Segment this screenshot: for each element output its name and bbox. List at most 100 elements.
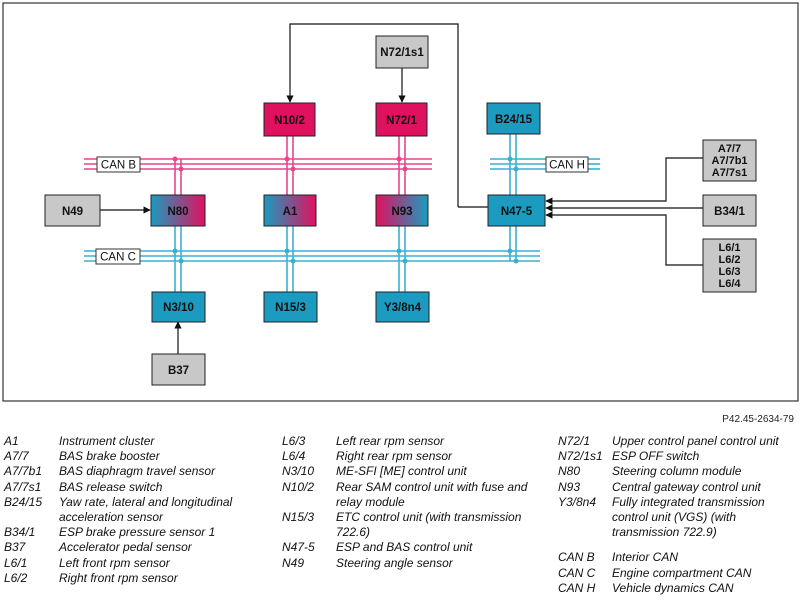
legend-code: N3/10 — [282, 464, 315, 479]
module-b37: B37 — [151, 353, 206, 386]
svg-text:N93: N93 — [391, 206, 412, 218]
legend-description: Central gateway control unit — [612, 479, 761, 494]
module-a1: A1 — [263, 194, 317, 227]
legend-description: ME-SFI [ME] control unit — [336, 464, 467, 479]
legend-code: B37 — [4, 540, 26, 555]
can-c-label-box: CAN C — [95, 248, 141, 265]
legend-description: Rear SAM control unit with fuse and rela… — [336, 479, 528, 509]
can-h-label-box: CAN H — [545, 156, 589, 173]
can-h-label: CAN H — [549, 160, 585, 172]
legend-code: L6/4 — [282, 449, 306, 464]
legend-entry: N10/2 Rear SAM control unit with fuse and… — [282, 480, 554, 510]
legend-description: Upper control panel control unit — [612, 434, 779, 448]
diagram-frame — [2, 2, 799, 402]
svg-text:N47-5: N47-5 — [501, 206, 533, 218]
legend-entry: B34/1 ESP brake pressure sensor 1 — [4, 525, 280, 540]
signal-wires — [100, 23, 703, 354]
module-b34-1: B34/1 — [702, 194, 757, 227]
legend-entry: N93 Central gateway control unit — [558, 480, 798, 495]
legend-code: L6/3 — [282, 434, 306, 448]
svg-text:B34/1: B34/1 — [714, 206, 745, 218]
legend-description: Steering angle sensor — [336, 555, 453, 570]
module-n93: N93 — [375, 194, 429, 227]
legend-entry: N47-5 ESP and BAS control unit — [282, 540, 554, 555]
legend-code: N80 — [558, 464, 581, 479]
svg-text:L6/3: L6/3 — [718, 266, 740, 278]
legend-description: ETC control unit (with transmission 722.… — [336, 510, 522, 540]
legend-description: Accelerator pedal sensor — [59, 540, 192, 555]
svg-text:A7/7s1: A7/7s1 — [712, 167, 747, 179]
legend-description: Right front rpm sensor — [59, 570, 178, 585]
svg-text:A7/7b1: A7/7b1 — [711, 155, 747, 167]
svg-text:Y3/8n4: Y3/8n4 — [384, 302, 422, 314]
svg-text:N72/1s1: N72/1s1 — [380, 47, 424, 59]
legend-code: B34/1 — [4, 525, 36, 540]
svg-text:L6/2: L6/2 — [718, 254, 740, 266]
svg-text:L6/1: L6/1 — [718, 242, 740, 254]
legend-entry: B37 Accelerator pedal sensor — [4, 540, 280, 555]
legend-description: Fully integrated transmission control un… — [612, 494, 765, 540]
legend-description: BAS release switch — [59, 479, 163, 494]
network-diagram: CAN B CAN H CAN C N10/2 N72/1 N72/1s1 B2… — [2, 2, 799, 402]
legend-code: N72/1 — [558, 434, 591, 448]
svg-text:B37: B37 — [168, 365, 189, 377]
module-n80: N80 — [150, 194, 206, 227]
legend-code: CAN B — [558, 550, 595, 565]
legend-entry: A7/7b1 BAS diaphragm travel sensor — [4, 464, 280, 479]
module-n49: N49 — [44, 194, 101, 227]
legend-code: N49 — [282, 555, 305, 570]
legend-code: Y3/8n4 — [558, 494, 597, 509]
legend-description: BAS diaphragm travel sensor — [59, 464, 216, 479]
svg-text:N15/3: N15/3 — [275, 302, 306, 314]
module-n47-5: N47-5 — [487, 194, 546, 227]
figure-reference: P42.45-2634-79 — [722, 414, 794, 425]
legend-spacer — [558, 540, 798, 550]
svg-text:N49: N49 — [62, 206, 83, 218]
svg-text:A1: A1 — [283, 206, 298, 218]
legend-description: ESP OFF switch — [612, 449, 700, 464]
legend-description: ESP brake pressure sensor 1 — [59, 525, 216, 540]
module-n15-3: N15/3 — [263, 291, 318, 323]
legend-entry: A7/7s1 BAS release switch — [4, 480, 280, 495]
legend-code: A7/7s1 — [4, 479, 42, 494]
legend-code: CAN C — [558, 565, 596, 580]
svg-text:N10/2: N10/2 — [274, 115, 305, 127]
legend-code: A7/7b1 — [4, 464, 43, 479]
can-b-label-box: CAN B — [96, 156, 141, 173]
can-b-label: CAN B — [101, 160, 136, 172]
can-c-label: CAN C — [100, 252, 136, 264]
module-n10-2: N10/2 — [263, 102, 316, 137]
legend-code: N10/2 — [282, 479, 315, 494]
svg-text:N80: N80 — [167, 206, 188, 218]
legend-description: Instrument cluster — [59, 434, 155, 448]
legend-code: B24/15 — [4, 494, 43, 509]
legend-code: A1 — [4, 434, 19, 448]
legend-description: ESP and BAS control unit — [336, 540, 473, 555]
legend-code: N47-5 — [282, 540, 315, 555]
legend-entry: CAN B Interior CAN — [558, 550, 798, 565]
legend-code: CAN H — [558, 580, 596, 595]
legend-description: Interior CAN — [612, 550, 679, 565]
legend-description: Left rear rpm sensor — [336, 434, 445, 448]
legend-description: Engine compartment CAN — [612, 565, 752, 580]
can-h-junctions — [507, 156, 519, 172]
svg-text:A7/7: A7/7 — [718, 143, 741, 155]
svg-text:N72/1: N72/1 — [386, 115, 417, 127]
module-n72-1s1: N72/1s1 — [375, 35, 429, 69]
module-l6-group: L6/1 L6/2 L6/3 L6/4 — [702, 238, 757, 293]
legend-entry: N49 Steering angle sensor — [282, 556, 554, 571]
can-c-junctions — [172, 248, 519, 264]
module-a7-group: A7/7 A7/7b1 A7/7s1 — [702, 139, 757, 182]
legend-code: N93 — [558, 479, 581, 494]
module-n72-1: N72/1 — [375, 102, 428, 137]
legend-entry: N72/1 Upper control panel control unit — [558, 434, 798, 449]
